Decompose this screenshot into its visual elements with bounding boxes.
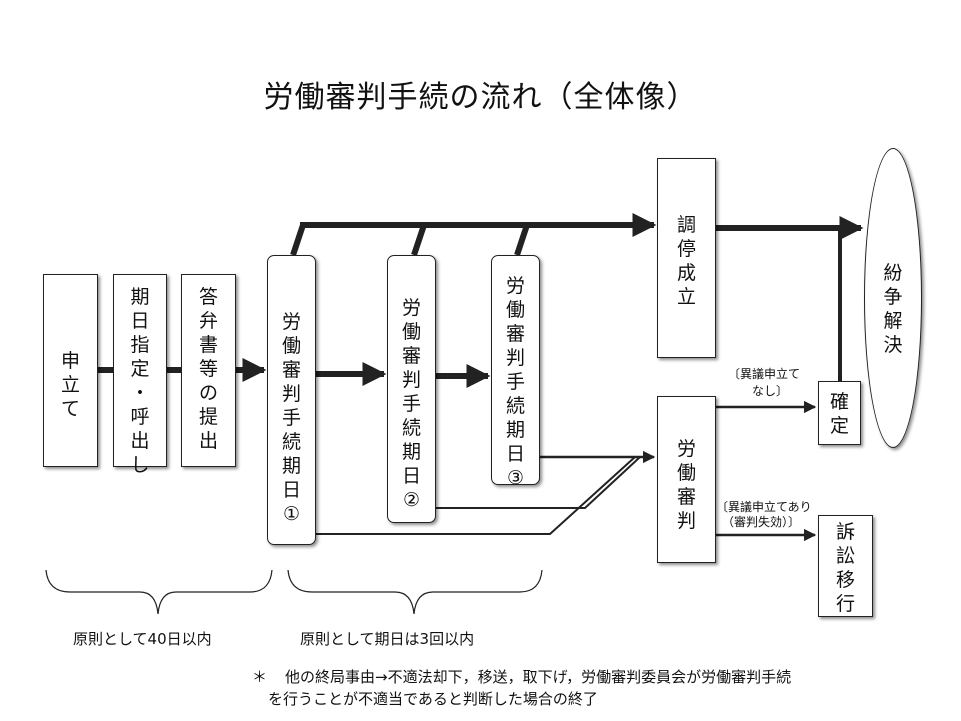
brace-label-right: 原則として期日は3回以内 (300, 630, 475, 648)
line-kijitsu1-to-shinpan (316, 456, 636, 535)
label-objection-line2: （審判失効）〕 (722, 515, 801, 529)
riser-kijitsu3 (514, 224, 530, 256)
riser-kijitsu2 (411, 224, 427, 256)
brace-right (287, 569, 543, 615)
footnote-line2: を行うことが不適当であると判断した場合の終了 (268, 690, 598, 708)
node-moushitate-label: 申立て (60, 350, 80, 420)
node-moushitate: 申立て (43, 274, 98, 467)
line-kijitsu2-to-shinpan (436, 456, 641, 509)
node-soshou-ikou: 訴訟移行 (818, 515, 873, 617)
node-tobensho: 答弁書等の提出 (181, 274, 236, 467)
label-objection-line1: 〔異議申立てあり (716, 500, 812, 514)
node-kijitsu-shitei: 期日指定・呼出し (113, 274, 167, 476)
node-roudou-shinpan-label: 労働審判 (676, 438, 696, 532)
node-roudou-shinpan: 労働審判 (657, 396, 716, 563)
node-chotei-seiritsu: 調停成立 (657, 158, 716, 358)
node-kakutei: 確定 (818, 381, 861, 445)
label-no-objection-line1: 〔異議申立て (728, 367, 801, 381)
brace-left (45, 569, 273, 615)
node-tobensho-label: 答弁書等の提出 (198, 286, 218, 452)
node-soshou-ikou-label: 訴訟移行 (835, 521, 855, 615)
node-funsou-kaiketsu: 紛争解決 (864, 148, 922, 448)
node-kijitsu-shitei-label: 期日指定・呼出し (130, 286, 150, 476)
label-no-objection-line2: なし〕 (752, 384, 789, 398)
node-funsou-kaiketsu-label: 紛争解決 (883, 262, 903, 356)
brace-label-left: 原則として40日以内 (73, 630, 212, 648)
node-kakutei-label: 確定 (829, 391, 849, 437)
node-chotei-seiritsu-label: 調停成立 (676, 214, 696, 308)
riser-kijitsu1 (290, 224, 306, 256)
footnote-mark: ＊ (252, 668, 268, 686)
page-title: 労働審判手続の流れ（全体像） (263, 80, 698, 115)
footnote-line1: 他の終局事由→不適法却下，移送，取下げ，労働審判委員会が労働審判手続 (285, 668, 792, 686)
